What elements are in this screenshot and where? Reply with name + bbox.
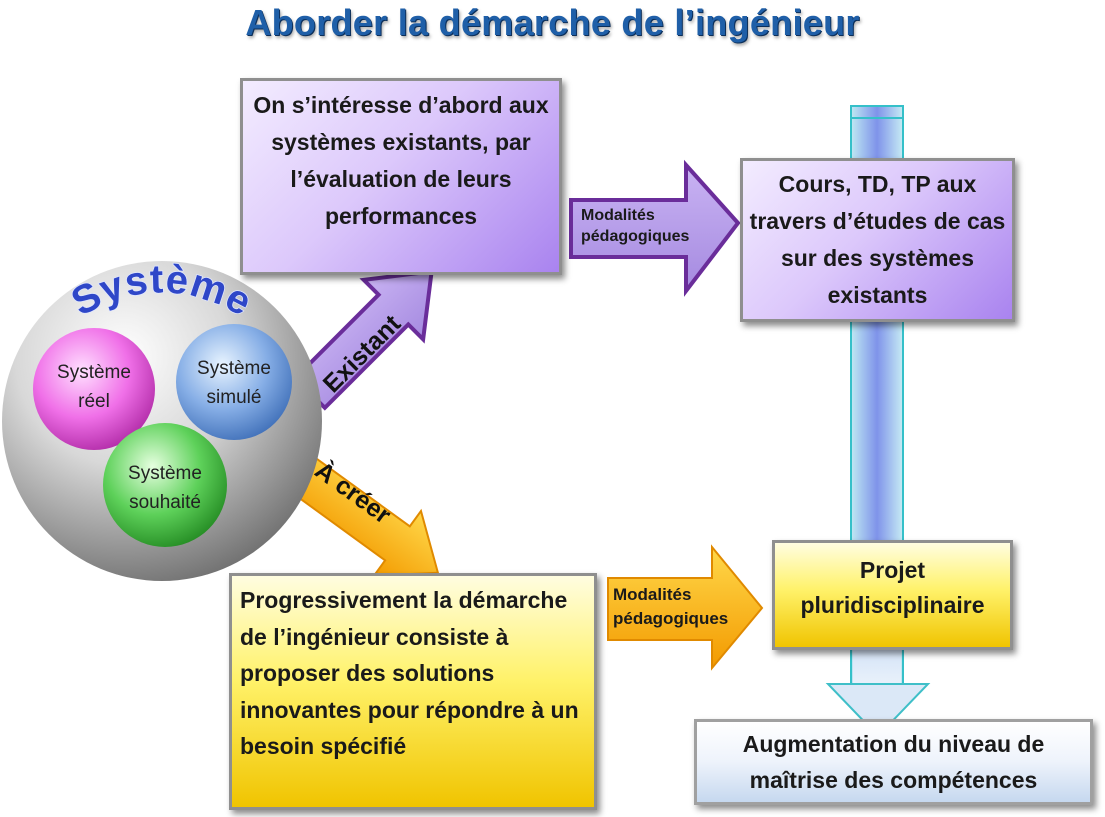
box-progressivement: Progressivement la démarche de l’ingénie… <box>229 573 597 810</box>
box-cours-td-tp: Cours, TD, TP aux travers d’études de ca… <box>740 158 1015 322</box>
existant-arrow <box>292 269 434 411</box>
modalites-arrow-bottom <box>607 544 764 671</box>
box-projet-pluridisciplinaire-text: Projet pluridisciplinaire <box>800 557 985 618</box>
box-augmentation-text: Augmentation du niveau de maîtrise des c… <box>742 731 1045 793</box>
systeme-simule-label: Système simulé <box>197 358 271 408</box>
box-augmentation: Augmentation du niveau de maîtrise des c… <box>694 719 1093 805</box>
systeme-sphere <box>2 261 322 581</box>
box-progressivement-text: Progressivement la démarche de l’ingénie… <box>240 587 579 759</box>
modalites-arrow-top <box>569 159 741 297</box>
modalites-top-label: Modalités pédagogiques <box>581 207 690 245</box>
page-title: Aborder la démarche de l’ingénieur <box>245 2 860 43</box>
box-systemes-existants: On s’intéresse d’abord aux systèmes exis… <box>240 78 562 275</box>
box-cours-td-tp-text: Cours, TD, TP aux travers d’études de ca… <box>749 171 1006 308</box>
modalites-bottom-label: Modalités pédagogiques <box>613 585 729 628</box>
box-systemes-existants-text: On s’intéresse d’abord aux systèmes exis… <box>253 91 549 229</box>
systeme-souhaite-label: Système souhaité <box>128 463 202 513</box>
systeme-reel-label: Système réel <box>57 362 131 412</box>
box-projet-pluridisciplinaire: Projet pluridisciplinaire <box>772 540 1013 650</box>
